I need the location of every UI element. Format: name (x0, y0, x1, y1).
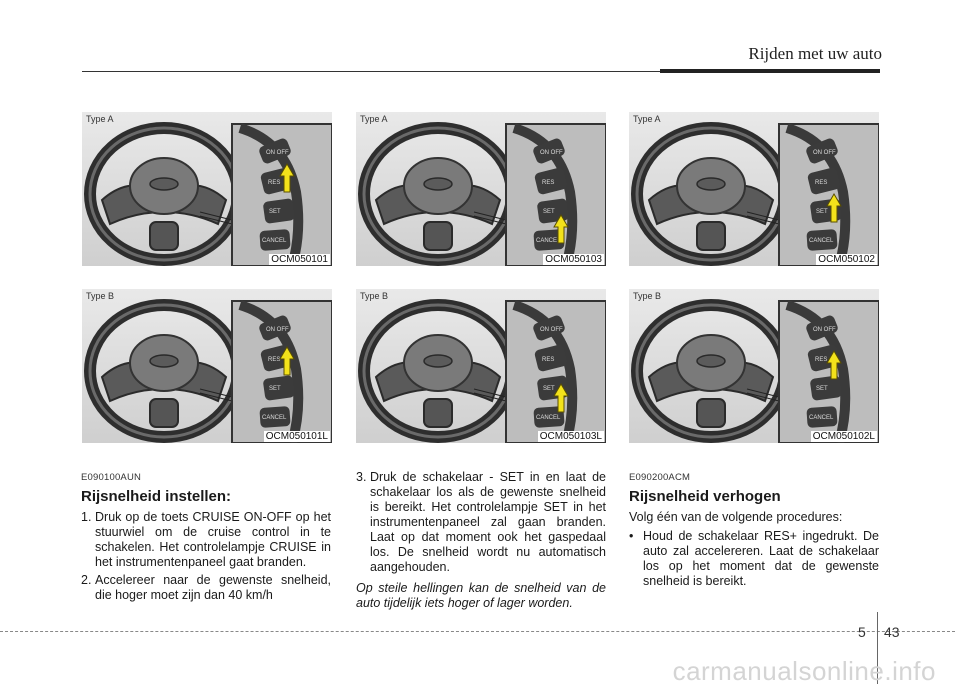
svg-text:RES: RES (815, 357, 827, 363)
svg-text:ON OFF: ON OFF (813, 327, 836, 333)
column-set-speed: E090100AUN Rijsnelheid instellen: 1. Dru… (81, 470, 331, 606)
list-text: Accelereer naar de gewenste snelheid, di… (95, 573, 331, 602)
column-increase-speed: E090200ACM Rijsnelheid verhogen Volg één… (629, 470, 879, 592)
figure-type-label: Type A (86, 114, 114, 124)
steering-wheel-figure: ON OFF RES SET CANCEL Type A OCM050101 (82, 112, 332, 266)
svg-text:RES: RES (815, 180, 827, 186)
steering-wheel-illustration (84, 299, 244, 443)
watermark: carmanualsonline.info (672, 656, 936, 686)
svg-text:SET: SET (816, 209, 828, 215)
page-number: 43 (884, 624, 900, 640)
steering-wheel-figure: ON OFF RES SET CANCEL Type B OCM050101L (82, 289, 332, 443)
steering-wheel-illustration (358, 299, 518, 443)
steering-wheel-figure: ON OFF RES SET CANCEL Type B OCM050103L (356, 289, 606, 443)
steering-wheel-figure: ON OFF RES SET CANCEL Type A OCM050103 (356, 112, 606, 266)
page-footer-rule (0, 631, 955, 632)
list-item: 1. Druk op de toets CRUISE ON-OFF op het… (81, 510, 331, 570)
svg-text:RES: RES (268, 180, 280, 186)
button-panel-inset: ON OFF RES SET CANCEL (231, 123, 332, 266)
figure-type-label: Type B (86, 291, 115, 301)
figure-code-label: OCM050103L (537, 431, 604, 442)
svg-text:ON OFF: ON OFF (540, 327, 563, 333)
list-item: 3. Druk de schakelaar - SET in en laat d… (356, 470, 606, 575)
steering-wheel-illustration (631, 122, 791, 266)
svg-text:SET: SET (816, 386, 828, 392)
figure-type-label: Type B (360, 291, 389, 301)
svg-text:ON OFF: ON OFF (266, 327, 289, 333)
button-panel-inset: ON OFF RES SET CANCEL (505, 300, 606, 443)
list-number: 1. (81, 510, 92, 524)
figure-code-label: OCM050102L (810, 431, 877, 442)
list-text: Druk op de toets CRUISE ON-OFF op het st… (95, 510, 331, 569)
svg-text:ON OFF: ON OFF (813, 150, 836, 156)
svg-text:RES: RES (268, 357, 280, 363)
figure-code-label: OCM050101L (263, 431, 330, 442)
header-rule (82, 71, 880, 72)
svg-text:SET: SET (269, 386, 281, 392)
steering-wheel-figure: ON OFF RES SET CANCEL Type B OCM050102L (629, 289, 879, 443)
svg-text:CANCEL: CANCEL (809, 415, 834, 421)
list-item: 2. Accelereer naar de gewenste snelheid,… (81, 573, 331, 603)
section-code: E090200ACM (629, 472, 691, 483)
figure-code-label: OCM050103 (543, 254, 604, 265)
figure-code-label: OCM050102 (816, 254, 877, 265)
svg-text:SET: SET (543, 386, 555, 392)
list-number: 3. (356, 470, 367, 484)
svg-text:CANCEL: CANCEL (262, 238, 287, 244)
column-set-speed-continued: 3. Druk de schakelaar - SET in en laat d… (356, 470, 606, 611)
svg-text:CANCEL: CANCEL (536, 415, 561, 421)
header-rule-accent (660, 69, 880, 73)
section-code: E090100AUN (81, 472, 142, 483)
steering-wheel-illustration (358, 122, 518, 266)
list-item: • Houd de schakelaar RES+ ingedrukt. De … (629, 529, 879, 589)
svg-text:ON OFF: ON OFF (540, 150, 563, 156)
button-panel-inset: ON OFF RES SET CANCEL (231, 300, 332, 443)
button-panel-inset: ON OFF RES SET CANCEL (778, 300, 879, 443)
svg-text:RES: RES (542, 357, 554, 363)
figure-type-label: Type A (633, 114, 661, 124)
page-header-title: Rijden met uw auto (748, 44, 882, 63)
list-text: Druk de schakelaar - SET in en laat de s… (370, 470, 606, 574)
page-number-divider (877, 612, 878, 684)
svg-text:RES: RES (542, 180, 554, 186)
svg-text:CANCEL: CANCEL (809, 238, 834, 244)
figure-type-label: Type A (360, 114, 388, 124)
steering-wheel-illustration (84, 122, 244, 266)
section-title: Rijsnelheid verhogen (629, 488, 781, 505)
intro-text: Volg één van de volgende procedures: (629, 510, 843, 524)
list-number: 2. (81, 573, 92, 587)
section-title: Rijsnelheid instellen: (81, 488, 232, 505)
figure-type-label: Type B (633, 291, 662, 301)
steering-wheel-figure: ON OFF RES SET CANCEL Type A OCM050102 (629, 112, 879, 266)
button-panel-inset: ON OFF RES SET CANCEL (505, 123, 606, 266)
bullet: • (629, 529, 634, 543)
svg-text:SET: SET (269, 209, 281, 215)
svg-text:CANCEL: CANCEL (536, 238, 561, 244)
figure-code-label: OCM050101 (269, 254, 330, 265)
svg-text:CANCEL: CANCEL (262, 415, 287, 421)
svg-text:SET: SET (543, 209, 555, 215)
steering-wheel-illustration (631, 299, 791, 443)
button-panel-inset: ON OFF RES SET CANCEL (778, 123, 879, 266)
list-text: Houd de schakelaar RES+ ingedrukt. De au… (643, 529, 879, 588)
note-text: Op steile hellingen kan de snelheid van … (356, 581, 606, 610)
chapter-number: 5 (858, 624, 866, 640)
svg-text:ON OFF: ON OFF (266, 150, 289, 156)
